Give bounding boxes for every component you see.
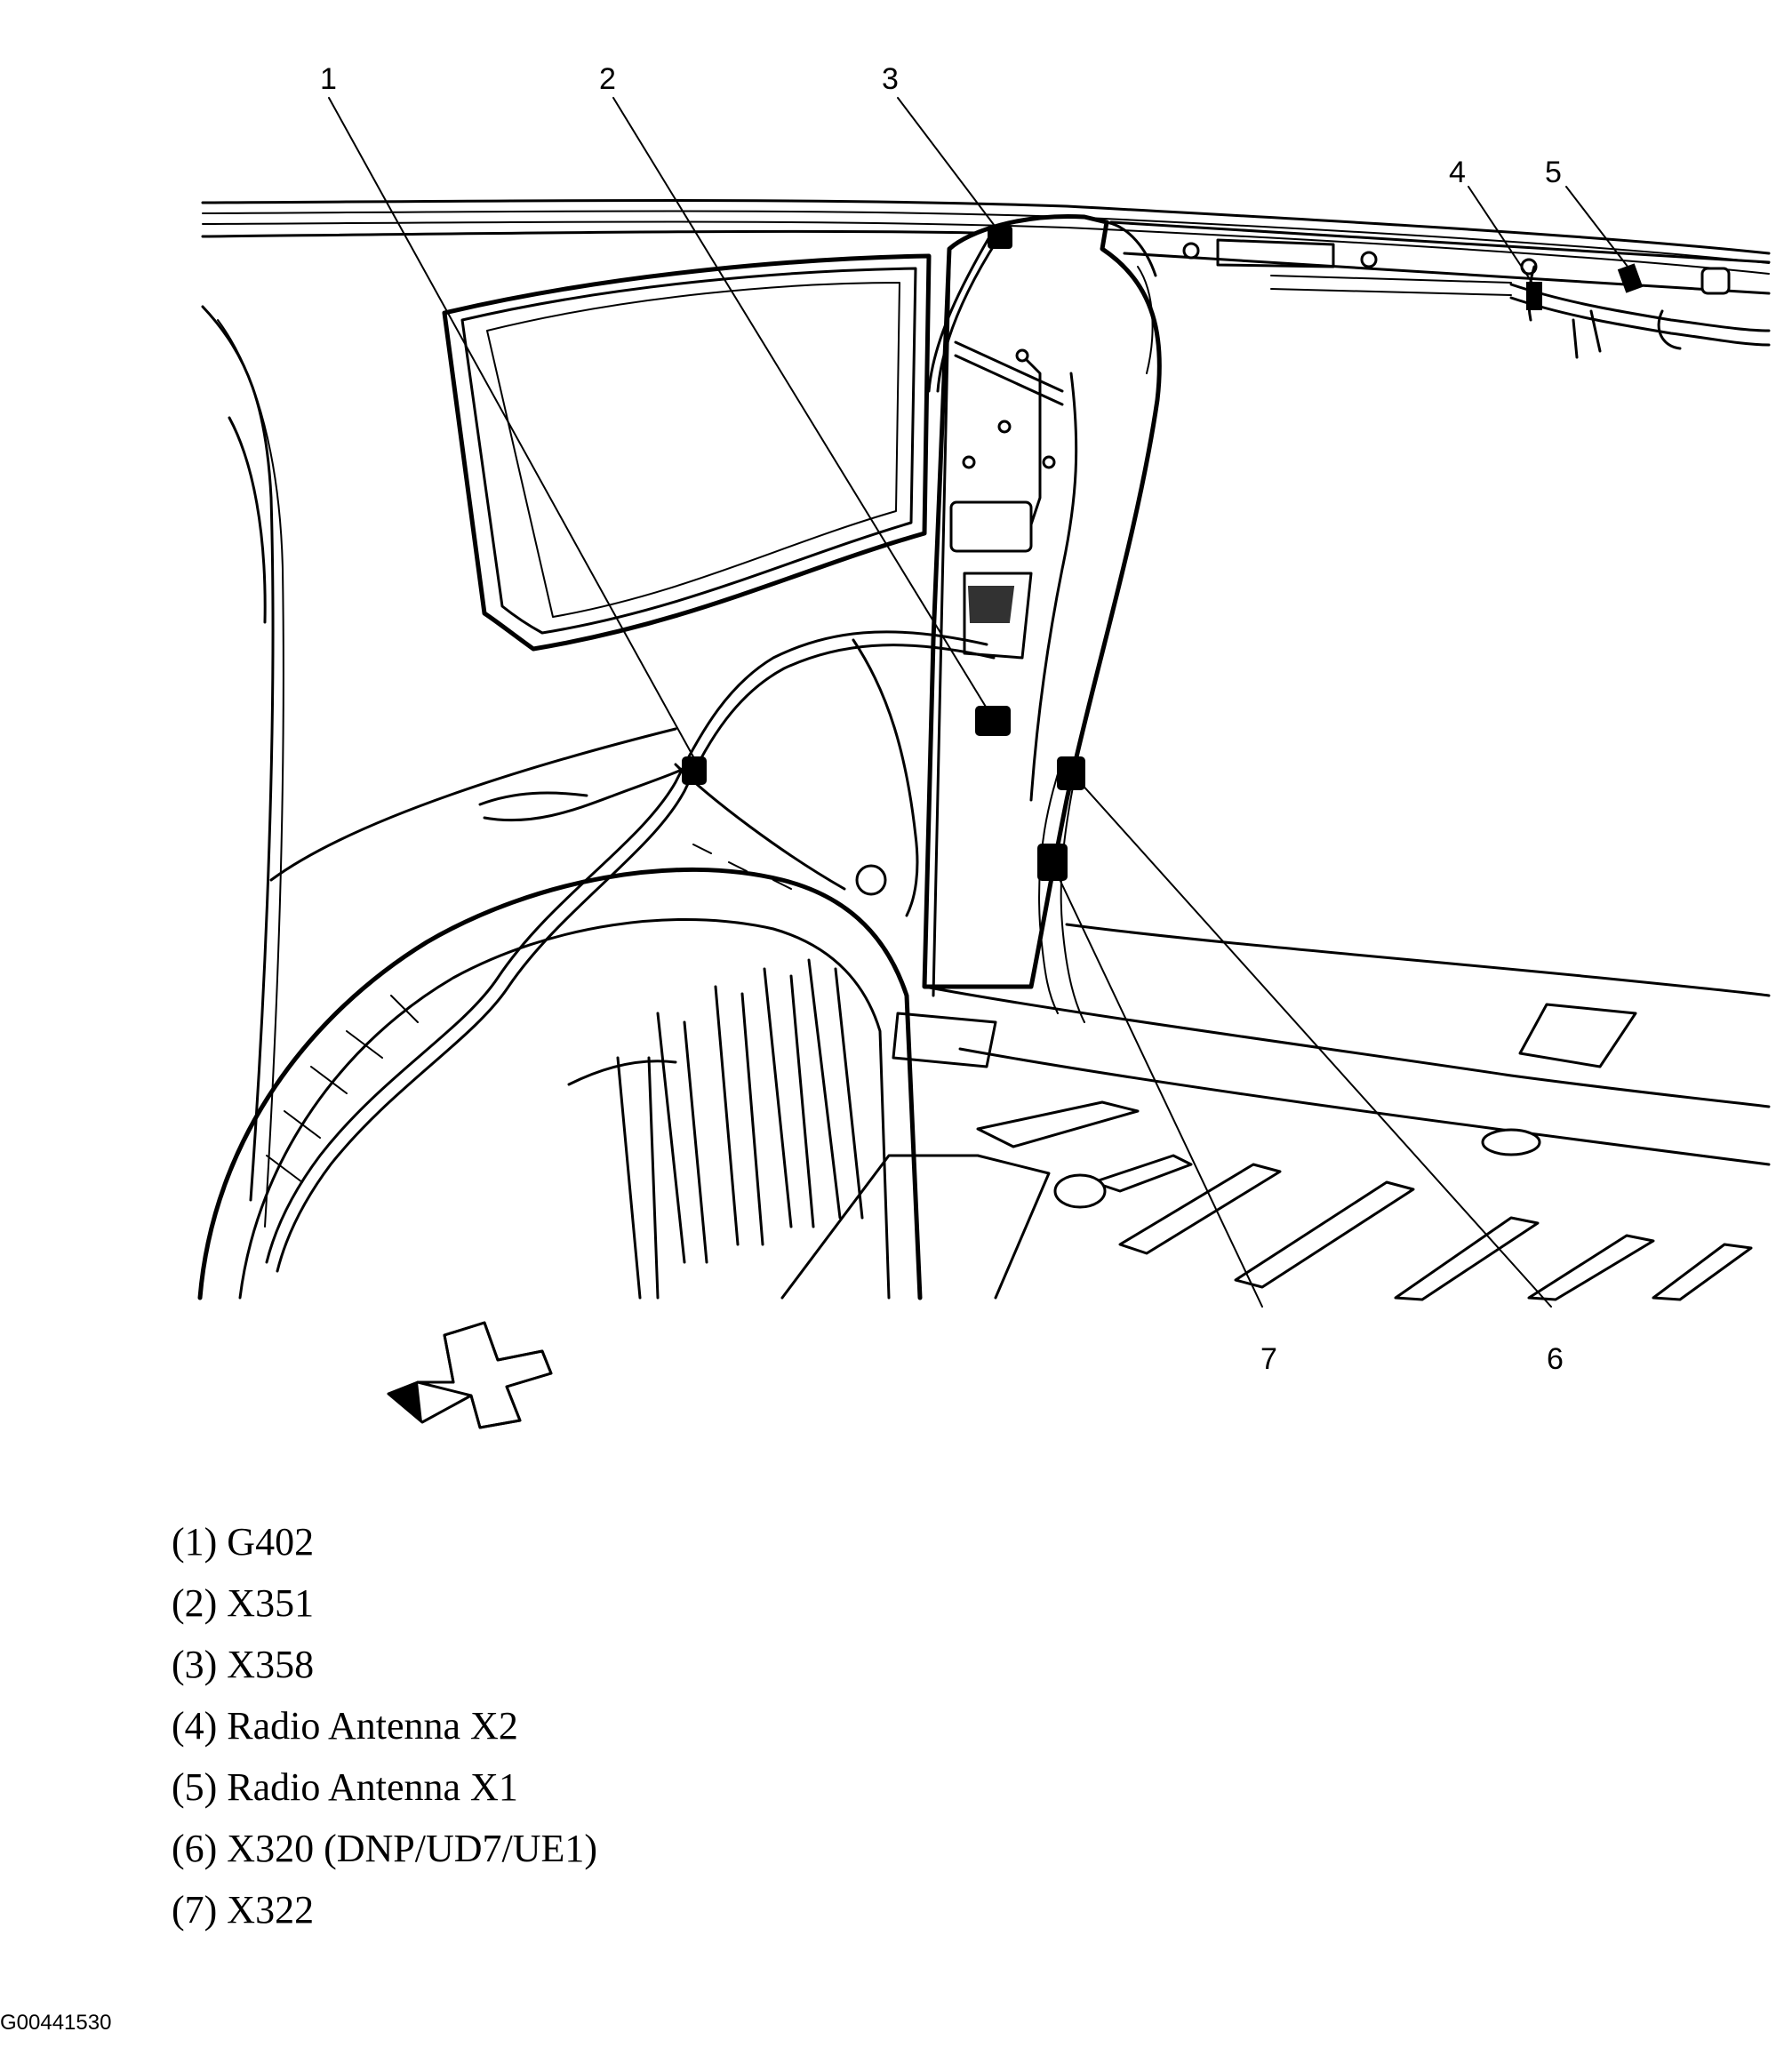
pillar-connectors	[682, 226, 1085, 881]
callout-4: 4	[1449, 156, 1466, 189]
callout-3: 3	[882, 62, 899, 96]
roof-rail	[201, 199, 1771, 275]
front-direction-arrow-icon	[387, 1321, 553, 1429]
legend-item: (2) X351	[172, 1581, 315, 1625]
right-roof-rail	[1109, 220, 1771, 374]
legend-item: (6) X320 (DNP/UD7/UE1)	[172, 1827, 598, 1870]
radio-antenna-connectors	[1526, 263, 1644, 359]
legend-item: (4) Radio Antenna X2	[172, 1704, 518, 1748]
figure-id: G00441530	[0, 2011, 112, 2035]
floor-panel	[780, 923, 1771, 1301]
callout-2: 2	[599, 62, 616, 96]
rear-wheelhouse	[197, 868, 923, 1300]
legend-item: (1) G402	[172, 1520, 315, 1564]
callout-7: 7	[1260, 1342, 1277, 1376]
quarter-inner-panel	[269, 727, 887, 896]
callout-5: 5	[1545, 156, 1562, 189]
rear-side-window	[442, 253, 932, 652]
legend-item: (5) Radio Antenna X1	[172, 1765, 518, 1809]
wiring-harness	[265, 234, 1085, 1273]
leader-lines	[328, 97, 1632, 1308]
legend-item: (7) X322	[172, 1888, 315, 1932]
callout-1: 1	[320, 62, 337, 96]
callout-labels: 1 2 3 4 5 6 7	[320, 62, 1564, 1376]
vehicle-diagram: 1 2 3 4 5 6 7	[197, 62, 1771, 1429]
legend-item: (3) X358	[172, 1643, 315, 1686]
left-body-edge	[201, 305, 284, 1228]
b-pillar	[922, 213, 1162, 997]
legend-list: (1) G402 (2) X351 (3) X358 (4) Radio Ant…	[172, 1511, 597, 1940]
callout-6: 6	[1547, 1342, 1564, 1376]
